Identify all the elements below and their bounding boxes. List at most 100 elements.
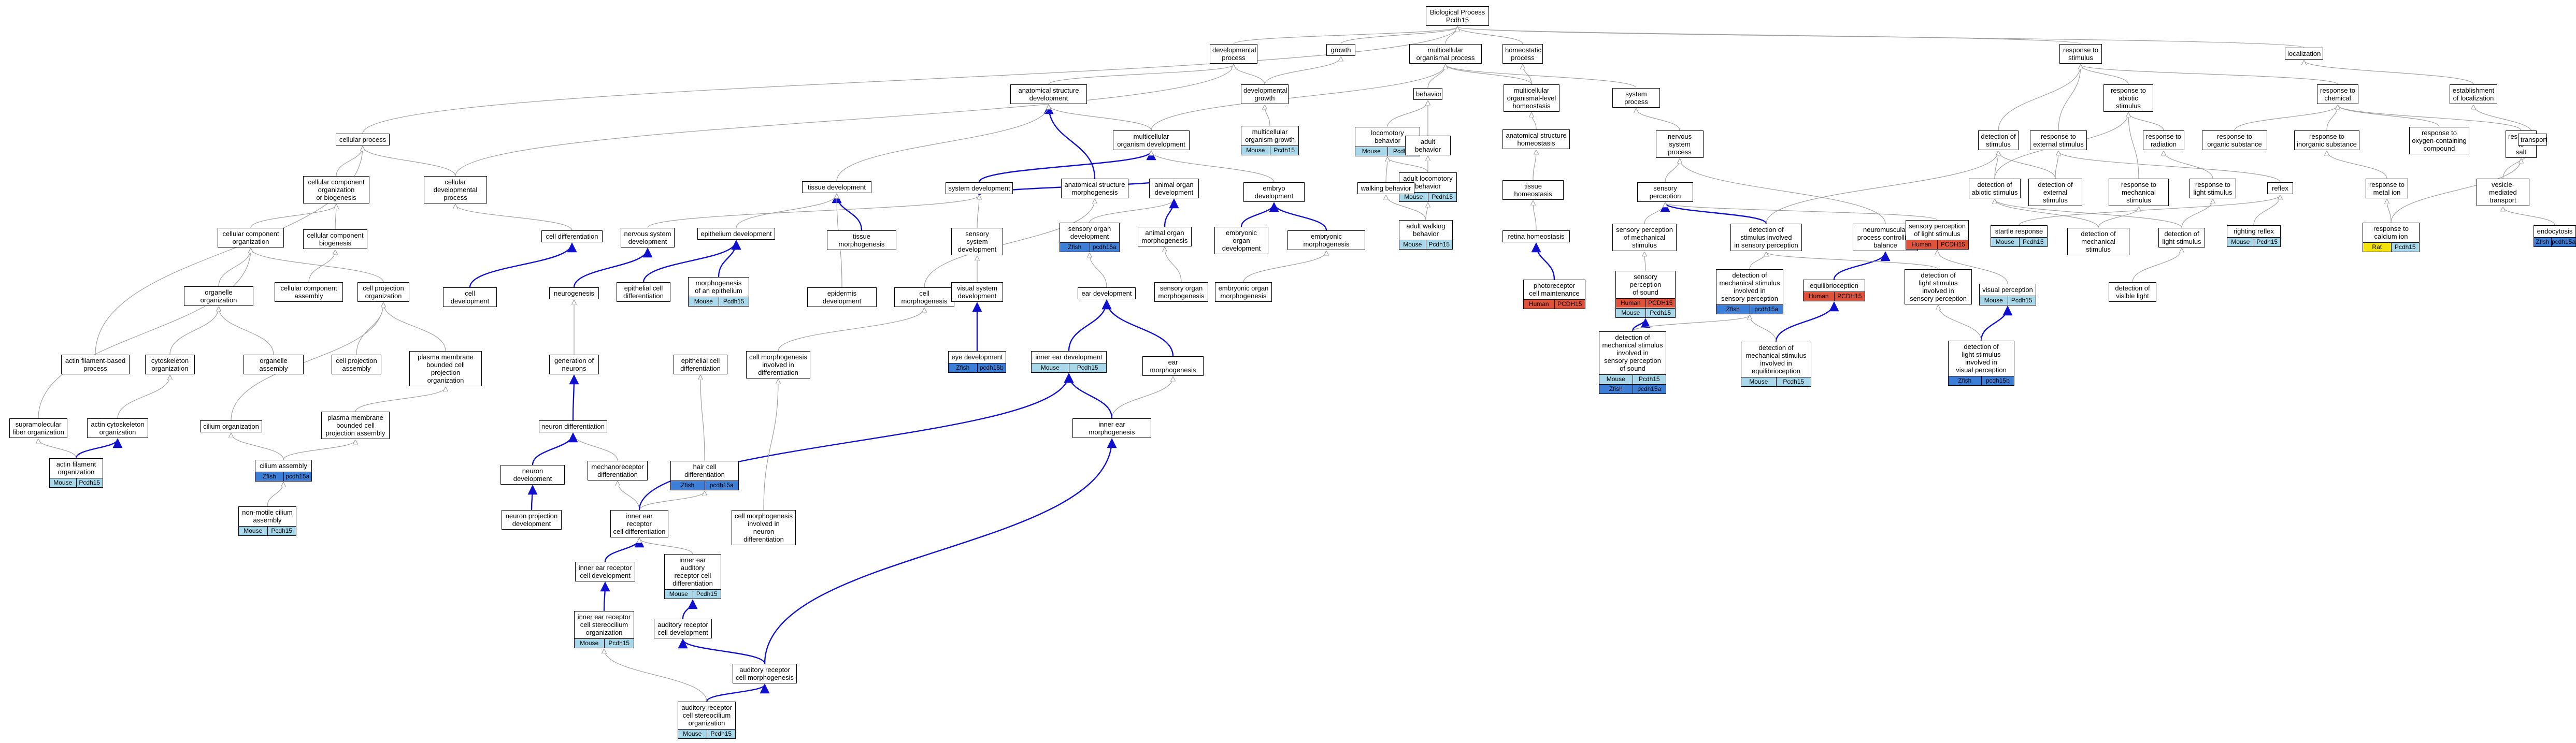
go-term-node[interactable]: adult behavior [1405,136,1451,155]
go-term-node[interactable]: cell differentiation [541,230,603,242]
go-term-node[interactable]: sensory system development [951,228,1003,255]
go-term-node[interactable]: response to inorganic substance [2294,130,2359,150]
go-term-node[interactable]: localization [2285,48,2323,60]
go-term-node[interactable]: actin cytoskeleton organization [87,418,148,438]
go-term-node[interactable]: epithelium development [697,228,775,240]
go-term-node[interactable]: epithelial cell differentiation [674,355,727,374]
go-term-node[interactable]: inner ear receptor cell differentiation [610,510,668,537]
go-term-node[interactable]: anatomical structure development [1010,84,1087,104]
go-term-node[interactable]: mechanoreceptor differentiation [588,461,648,480]
go-term-node[interactable]: vesicle-mediated transport [2477,179,2529,206]
go-term-node[interactable]: homeostatic process [1502,44,1543,64]
go-term-node[interactable]: epithelial cell differentiation [617,282,670,302]
go-term-node[interactable]: embryonic organ development [1214,227,1268,254]
go-term-node[interactable]: neurogenesis [549,287,599,299]
go-term-node[interactable]: Biological Process Pcdh15 [1426,6,1489,26]
go-term-node[interactable]: detection of stimulus [1978,130,2019,150]
go-term-node[interactable]: sensory perception of mechanical stimulu… [1612,224,1677,251]
go-term-node[interactable]: cell morphogenesis [894,287,954,307]
go-term-node[interactable]: response to stimulus [2059,44,2102,64]
go-term-node[interactable]: sensory organ morphogenesis [1154,282,1208,302]
go-term-node[interactable]: multicellular organismal-level homeostas… [1504,84,1559,112]
go-term-node[interactable]: response to metal ion [2366,179,2408,198]
go-term-node[interactable]: organelle assembly [244,355,304,374]
go-term-node[interactable]: auditory receptor cell development [654,619,712,638]
go-term-node[interactable]: neuron development [500,465,565,485]
go-term-node[interactable]: cytoskeleton organization [145,355,195,374]
go-term-node[interactable]: detection of light stimulus involved in … [1905,269,1972,304]
go-term-node[interactable]: system development [946,182,1013,194]
go-term-node[interactable]: inner ear receptor cell development [575,562,635,581]
go-term-node[interactable]: ear development [1078,287,1136,299]
go-term-node[interactable]: cellular component organization [218,228,284,247]
go-term-node[interactable]: inner ear receptor cell stereocilium org… [574,611,634,648]
go-term-node[interactable]: developmental growth [1241,84,1289,104]
go-term-node[interactable]: visual system development [951,282,1003,302]
go-term-node[interactable]: reflex [2267,182,2293,194]
go-term-node[interactable]: auditory receptor cell stereocilium orga… [678,702,736,739]
go-term-node[interactable]: plasma membrane bounded cell projection … [409,351,482,386]
go-term-node[interactable]: inner ear morphogenesis [1072,418,1151,438]
go-term-node[interactable]: response to light stimulus [2189,179,2236,198]
go-term-node[interactable]: response to chemical [2317,84,2358,104]
go-term-node[interactable]: detection of abiotic stimulus [1969,179,2021,198]
go-term-node[interactable]: animal organ development [1149,179,1199,198]
go-term-node[interactable]: detection of mechanical stimulus involve… [1716,269,1783,314]
go-term-node[interactable]: cellular component biogenesis [303,229,367,249]
go-term-node[interactable]: detection of stimulus involved in sensor… [1730,224,1802,251]
go-term-node[interactable]: multicellular organism development [1113,130,1190,150]
go-term-node[interactable]: transport [2518,134,2547,145]
go-term-node[interactable]: embryonic morphogenesis [1287,230,1365,250]
go-term-node[interactable]: detection of visible light [2109,282,2156,302]
go-term-node[interactable]: detection of mechanical stimulus involve… [1741,342,1811,387]
go-term-node[interactable]: response to organic substance [2202,130,2267,150]
go-term-node[interactable]: animal organ morphogenesis [1138,227,1192,246]
go-term-node[interactable]: cilium organization [200,420,262,432]
go-term-node[interactable]: anatomical structure morphogenesis [1061,179,1128,198]
go-term-node[interactable]: system process [1612,88,1660,108]
go-term-node[interactable]: response to abiotic stimulus [2103,84,2153,112]
go-term-node[interactable]: multicellular organismal process [1409,44,1482,64]
go-term-node[interactable]: actin filament-based process [61,355,130,374]
go-term-node[interactable]: plasma membrane bounded cell projection … [321,412,390,439]
go-term-node[interactable]: cellular process [336,134,390,145]
go-term-node[interactable]: behavior [1413,88,1442,100]
go-term-node[interactable]: growth [1326,44,1355,56]
go-term-node[interactable]: cell projection assembly [332,355,381,374]
go-term-node[interactable]: cellular component assembly [275,282,343,302]
go-term-node[interactable]: response to mechanical stimulus [2109,179,2169,206]
go-term-node[interactable]: tissue development [802,181,871,193]
go-term-node[interactable]: response to radiation [2143,130,2184,150]
go-term-node[interactable]: anatomical structure homeostasis [1502,129,1570,149]
go-term-node[interactable]: response to oxygen-containing compound [2409,127,2469,154]
go-term-node[interactable]: retina homeostasis [1502,230,1570,242]
go-term-node[interactable]: cell morphogenesis involved in different… [746,351,810,378]
go-term-node[interactable]: response to external stimulus [2030,130,2087,150]
go-term-node[interactable]: detection of light stimulus involved in … [1948,341,2014,386]
go-term-node[interactable]: developmental process [1210,44,1257,64]
go-term-node[interactable]: detection of mechanical stimulus involve… [1599,331,1666,394]
go-term-node[interactable]: nervous system process [1656,130,1704,158]
go-term-node[interactable]: auditory receptor cell morphogenesis [733,664,797,683]
go-term-node[interactable]: tissue homeostasis [1502,180,1564,200]
go-term-node[interactable]: neuron differentiation [539,420,607,432]
go-term-node[interactable]: sensory perception [1637,182,1693,202]
go-term-node[interactable]: tissue morphogenesis [827,230,896,250]
go-term-node[interactable]: epidermis development [807,287,877,307]
go-term-node[interactable]: embryo development [1243,182,1305,202]
